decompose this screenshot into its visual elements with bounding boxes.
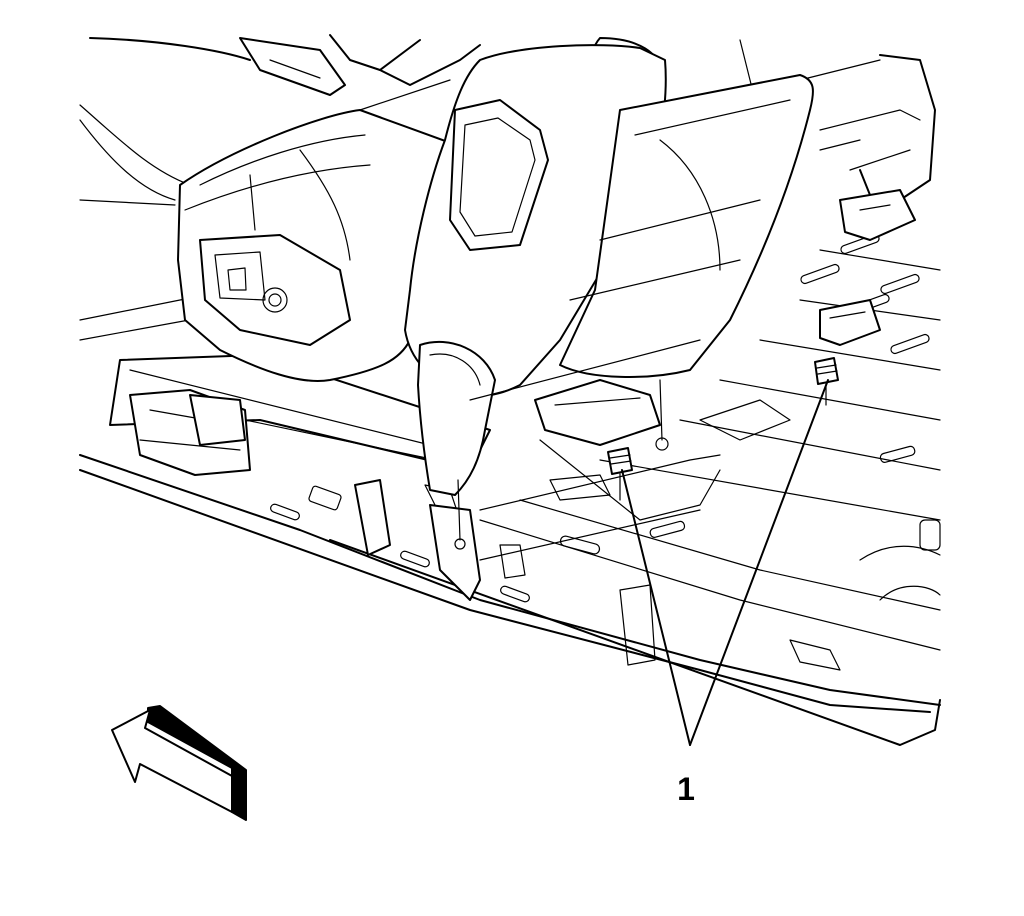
front-direction-arrow-icon	[111, 705, 247, 821]
seat-bolt-2	[814, 357, 839, 406]
rear-console	[79, 34, 936, 346]
callout-leaders	[621, 379, 829, 746]
seat-cushion	[177, 109, 471, 382]
callout-label-1: 1	[677, 771, 695, 807]
seat-bolt-3	[655, 379, 669, 451]
seat-track	[109, 354, 791, 666]
seat-bolt-4	[454, 479, 466, 550]
floor-pan	[79, 233, 941, 746]
seat-bolt-1	[607, 447, 633, 501]
seat-back	[404, 44, 814, 496]
